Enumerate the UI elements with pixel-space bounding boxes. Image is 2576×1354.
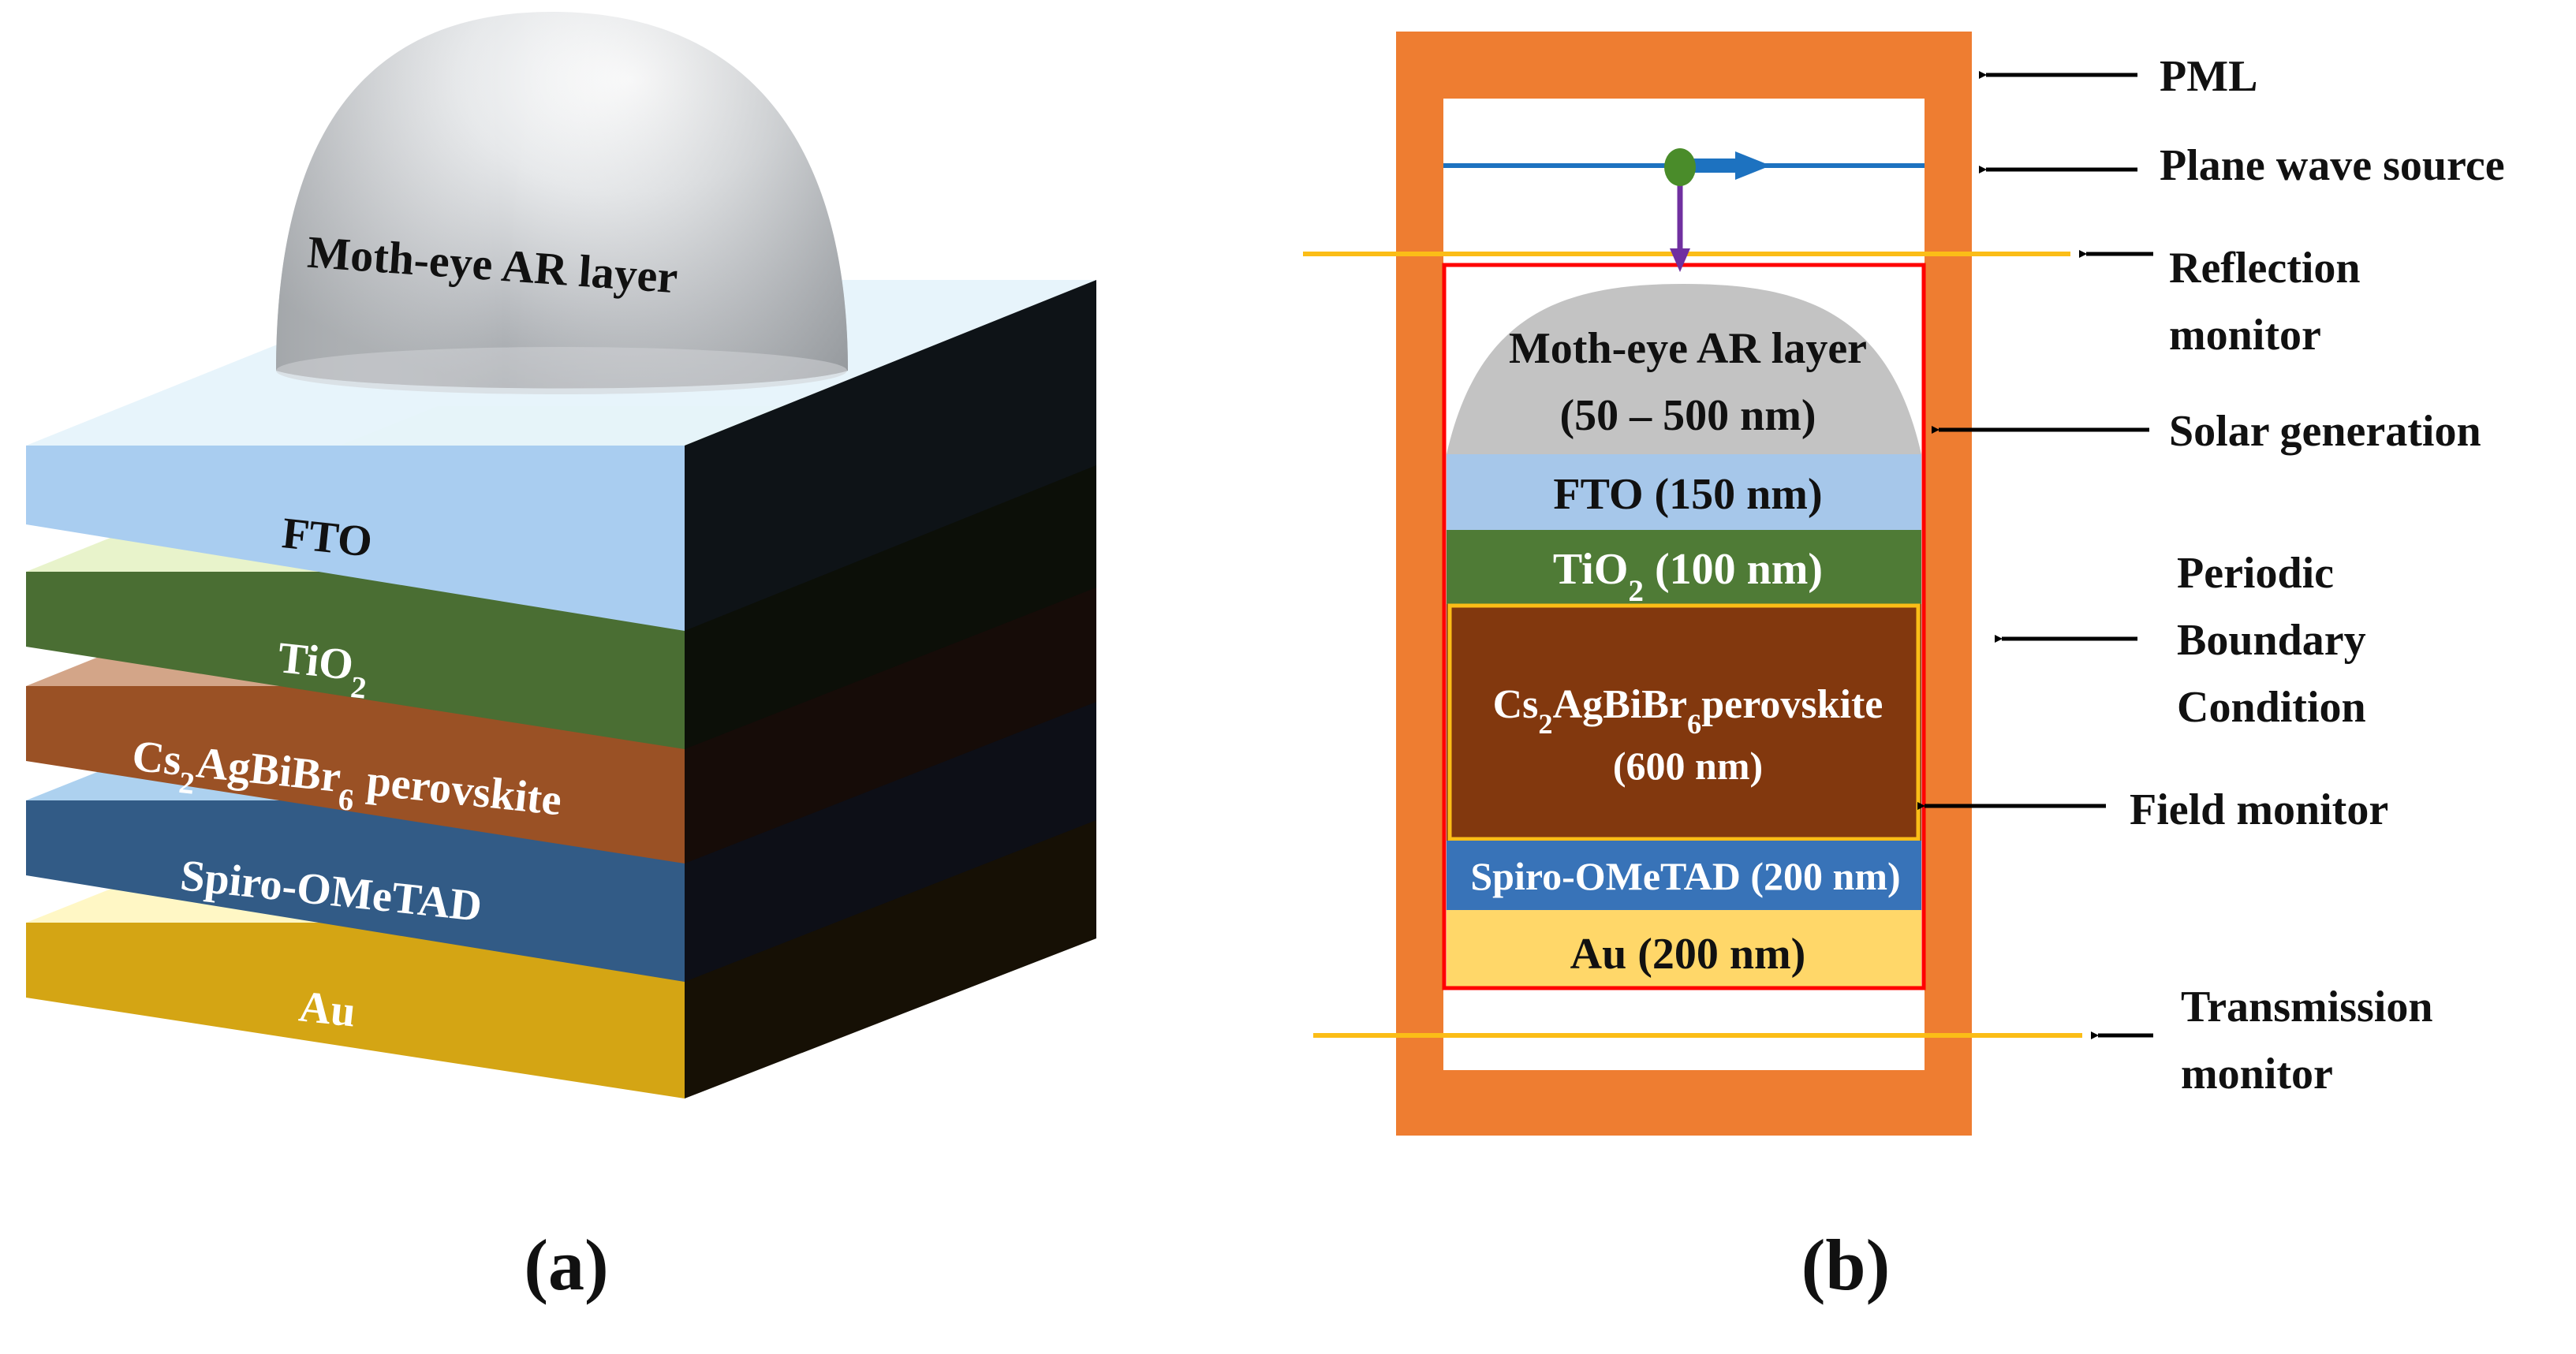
layer-b-label-au: Au (200 nm) (1570, 930, 1806, 979)
layer-b-label-moth-eye: Moth-eye AR layer (1509, 324, 1867, 373)
annotation-arrows (1917, 71, 2153, 1039)
layer-b-label-spiro: Spiro-OMeTAD (200 nm) (1470, 854, 1900, 898)
label-boundary: Boundary (2177, 616, 2366, 665)
moth-eye-dome (276, 12, 848, 394)
label-field-monitor: Field monitor (2130, 785, 2388, 834)
layer-a-label-tio2: TiO2 (274, 633, 371, 705)
panel-a: Moth-eye AR layer FTO TiO2 Cs2AgBiBr6 pe… (26, 12, 1096, 1305)
label-condition: Condition (2177, 683, 2366, 732)
layer-b-spiro (1447, 841, 1921, 910)
layer-b-label-perovskite-thickness: (600 nm) (1613, 744, 1763, 788)
label-reflection-monitor-1: Reflection (2169, 244, 2361, 293)
layer-a-label-au: Au (297, 982, 358, 1036)
solar-generation-region (1442, 263, 1926, 990)
label-reflection-monitor-2: monitor (2169, 311, 2321, 360)
layer-stack-b (1447, 284, 1921, 987)
layer-b-fto (1447, 454, 1921, 530)
label-pml: PML (2160, 52, 2257, 101)
layer-a-label-fto: FTO (280, 509, 375, 567)
label-transmission-monitor-1: Transmission (2181, 983, 2432, 1031)
panel-b: Moth-eye AR layer (50 – 500 nm) FTO (150… (1303, 32, 2505, 1305)
label-transmission-monitor-2: monitor (2181, 1050, 2333, 1098)
label-solar-generation: Solar generation (2169, 407, 2481, 456)
layer-b-tio2 (1447, 530, 1921, 604)
caption-b: (b) (1801, 1225, 1890, 1305)
field-monitor-box (1447, 603, 1921, 841)
layer-b-label-tio2: TiO2 (100 nm) (1553, 545, 1823, 608)
layer-b-perovskite (1447, 604, 1921, 841)
layer-b-moth-eye (1447, 284, 1921, 454)
label-periodic: Periodic (2177, 549, 2334, 598)
layer-b-au (1447, 910, 1921, 987)
plane-wave-source (1443, 148, 1925, 272)
layer-b-label-moth-eye-range: (50 – 500 nm) (1559, 391, 1816, 440)
label-plane-wave-source: Plane wave source (2160, 141, 2505, 190)
caption-a: (a) (524, 1225, 608, 1305)
layer-b-label-perovskite: Cs2AgBiBr6perovskite (1493, 682, 1883, 740)
layer-b-label-fto: FTO (150 nm) (1553, 470, 1822, 519)
